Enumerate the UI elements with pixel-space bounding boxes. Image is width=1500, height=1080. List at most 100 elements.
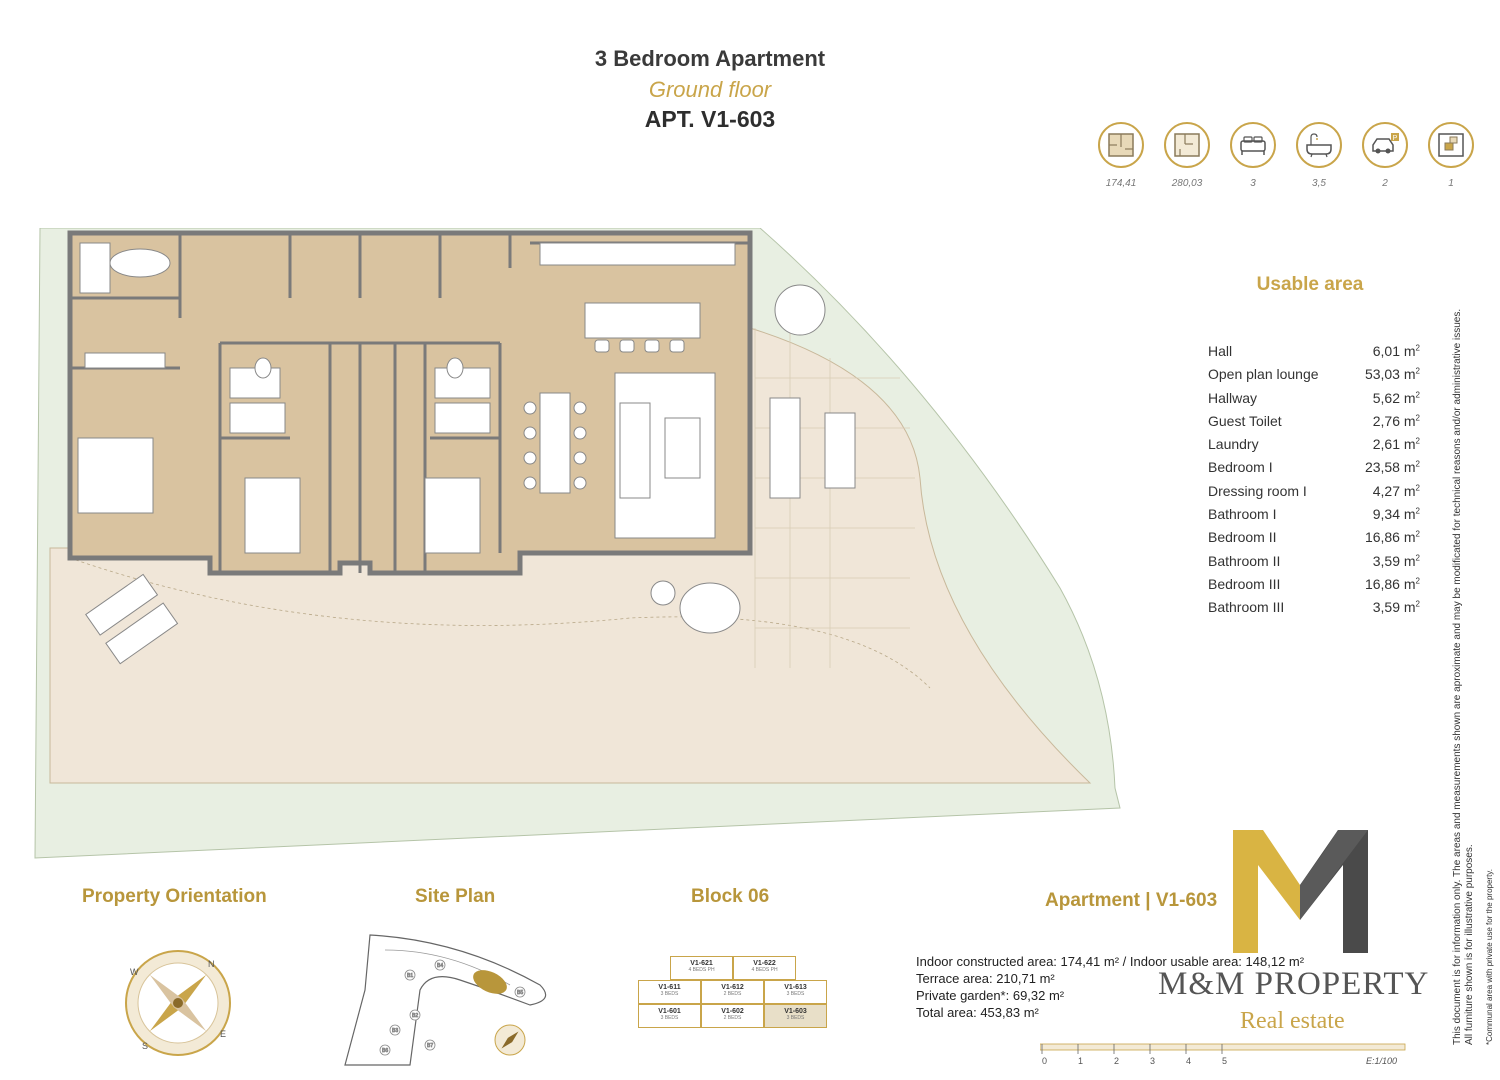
site-unit: [404, 969, 416, 981]
bar-stools: [594, 339, 685, 353]
room-name: Bathroom I: [1208, 506, 1277, 523]
room-area: 16,86 m2: [1364, 529, 1420, 546]
site-unit: [424, 1039, 436, 1051]
brand-tagline: Real estate: [1240, 1008, 1345, 1034]
area-line: Indoor constructed area: 174,41 m² / Ind…: [916, 954, 1305, 969]
storage-icon: [1428, 122, 1474, 168]
site-unit: [389, 1024, 401, 1036]
svg-text:P: P: [1393, 135, 1398, 142]
scale-tick: 4: [1186, 1056, 1192, 1066]
page-title: 3 Bedroom Apartment: [594, 46, 826, 71]
coffee-table: [664, 417, 701, 479]
room-name: Open plan lounge: [1208, 366, 1319, 383]
usable-area-row: Bedroom I 23,58 m2: [1208, 459, 1420, 482]
dining-table: [539, 392, 571, 494]
room-name: Hallway: [1208, 389, 1258, 406]
sun-loungers: [85, 573, 179, 665]
dining-chairs: [523, 401, 587, 490]
disclaimer-footnote: *Communal area with private use for the …: [1485, 869, 1494, 1045]
room-area: 23,58 m2: [1364, 459, 1420, 476]
feature-icons: 174,41 280,03 3 3,5 P 2 1: [1096, 122, 1486, 202]
feature-value: 174,41: [1105, 178, 1137, 189]
parking-icon: P: [1362, 122, 1408, 168]
room-name: Laundry: [1208, 436, 1259, 453]
feature-value: 280,03: [1171, 178, 1203, 189]
usable-area-row: Dressing room I 4,27 m2: [1208, 483, 1420, 506]
outdoor-sofa: [769, 397, 801, 499]
highlighted-block: [473, 970, 507, 994]
kitchen-island: [584, 302, 701, 339]
area-line: Private garden*: 69,32 m²: [916, 988, 1065, 1003]
bathtub-icon: [1296, 122, 1342, 168]
site-unit: [514, 986, 526, 998]
room-area: 53,03 m2: [1364, 366, 1420, 383]
brand-name: M&M PROPERTY: [1158, 966, 1430, 1002]
room-area: 2,61 m2: [1372, 436, 1420, 453]
area-line: Total area: 453,83 m²: [916, 1005, 1039, 1020]
site-unit: [379, 1044, 391, 1056]
scale-tick: 5: [1222, 1056, 1228, 1066]
block-title: Block 06: [691, 886, 770, 907]
usable-area-title: Usable area: [1256, 274, 1364, 295]
room-area: 3,59 m2: [1372, 599, 1420, 616]
floor-plan: [34, 228, 1121, 859]
scale-tick: 3: [1150, 1056, 1156, 1066]
feature-value: 1: [1448, 178, 1454, 189]
room-name: Hall: [1208, 343, 1233, 359]
svg-text:B5: B5: [517, 990, 523, 996]
svg-text:B7: B7: [427, 1043, 433, 1049]
beds: [77, 437, 481, 554]
feature-value: 3: [1250, 178, 1256, 189]
room-name: Bathroom II: [1208, 552, 1281, 569]
feature-parking: P 2: [1360, 122, 1410, 189]
room-name: Guest Toilet: [1208, 412, 1282, 429]
feature-constructed: 174,41: [1096, 122, 1146, 189]
room-area: 5,62 m2: [1372, 389, 1420, 406]
sofa: [619, 402, 651, 499]
compass-west: W: [130, 967, 139, 977]
room-area: 9,34 m2: [1372, 506, 1420, 523]
brand-logo-icon: [1233, 830, 1368, 953]
usable-area-row: Bathroom I 9,34 m2: [1208, 506, 1420, 529]
side-table: [650, 580, 676, 606]
apartment-summary-title: Apartment | V1-603: [1045, 890, 1218, 911]
scale-tick: 0: [1042, 1056, 1048, 1066]
site-plan-map: B1 B2 B3 B4 B5 B6 B7: [344, 934, 547, 1066]
scale-tick: 2: [1114, 1056, 1120, 1066]
kitchen-counter: [539, 242, 736, 266]
constructed-area-icon: [1098, 122, 1144, 168]
orientation-title: Property Orientation: [82, 886, 267, 907]
room-name: Bedroom I: [1208, 459, 1273, 476]
svg-text:B2: B2: [412, 1013, 418, 1019]
compass-north: N: [208, 959, 215, 969]
site-unit: [409, 1009, 421, 1021]
bed-icon: [1230, 122, 1276, 168]
svg-text:B1: B1: [407, 973, 413, 979]
disclaimer-text: This document is for information only. T…: [1452, 308, 1475, 1045]
scale-tick: 1: [1078, 1056, 1084, 1066]
outdoor-lounger-round: [679, 582, 741, 634]
usable-area-row: Hallway 5,62 m2: [1208, 390, 1420, 413]
total-area-icon: [1164, 122, 1210, 168]
feature-total: 280,03: [1162, 122, 1212, 189]
scale-ratio: E:1/100: [1366, 1056, 1398, 1066]
room-area: 16,86 m2: [1364, 575, 1420, 592]
svg-text:B6: B6: [382, 1048, 388, 1054]
room-name: Dressing room I: [1208, 482, 1307, 499]
usable-area-row: Laundry 2,61 m2: [1208, 436, 1420, 459]
room-area: 4,27 m2: [1372, 482, 1420, 499]
outdoor-table: [824, 412, 856, 489]
